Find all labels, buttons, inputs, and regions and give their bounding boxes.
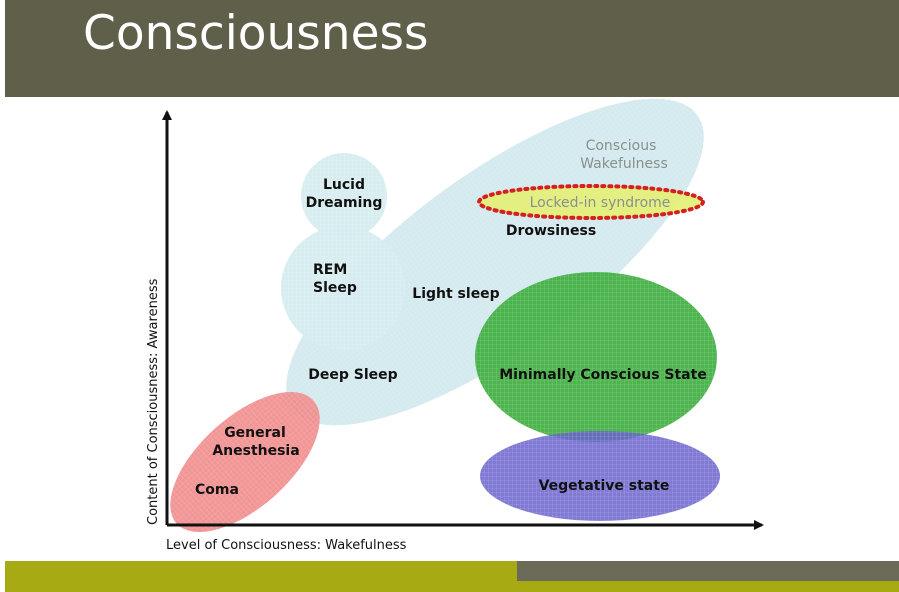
footer-bar-olive-strip: [517, 581, 899, 592]
label-vegetative: Vegetative state: [539, 478, 670, 494]
x-axis-label: Level of Consciousness: Wakefulness: [166, 538, 407, 553]
rem-sleep-circle: [281, 226, 405, 350]
label-locked-in: Locked-in syndrome: [530, 195, 671, 211]
slide-title: Consciousness: [83, 6, 429, 61]
label-drowsiness: Drowsiness: [506, 223, 596, 239]
label-conscious-2: Wakefulness: [580, 156, 668, 172]
label-general-anesthesia-2: Anesthesia: [212, 443, 299, 459]
sleep-wake-band: [286, 98, 704, 426]
label-mcs: Minimally Conscious State: [499, 367, 707, 383]
footer-bar-olive: [5, 561, 517, 592]
label-rem-1: REM: [313, 262, 347, 278]
vegetative-ellipse: [480, 431, 720, 521]
label-lucid-1: Lucid: [323, 177, 365, 193]
label-deep-sleep: Deep Sleep: [308, 367, 397, 383]
general-anesthesia-ellipse: [170, 391, 320, 533]
mcs-ellipse: [475, 272, 717, 442]
label-coma: Coma: [195, 482, 239, 498]
footer-bar-dark: [517, 561, 899, 581]
label-light-sleep: Light sleep: [412, 286, 499, 302]
label-conscious-1: Conscious: [586, 138, 657, 154]
lucid-dreaming-circle: [301, 153, 387, 239]
label-rem-2: Sleep: [313, 280, 357, 296]
label-general-anesthesia-1: General: [224, 425, 286, 441]
header-edge-rule: [0, 0, 5, 97]
locked-in-ellipse: [477, 184, 705, 220]
y-axis-label: Content of Consciousness: Awareness: [146, 278, 161, 525]
label-lucid-2: Dreaming: [306, 195, 383, 211]
title-bar: Consciousness: [0, 0, 899, 97]
